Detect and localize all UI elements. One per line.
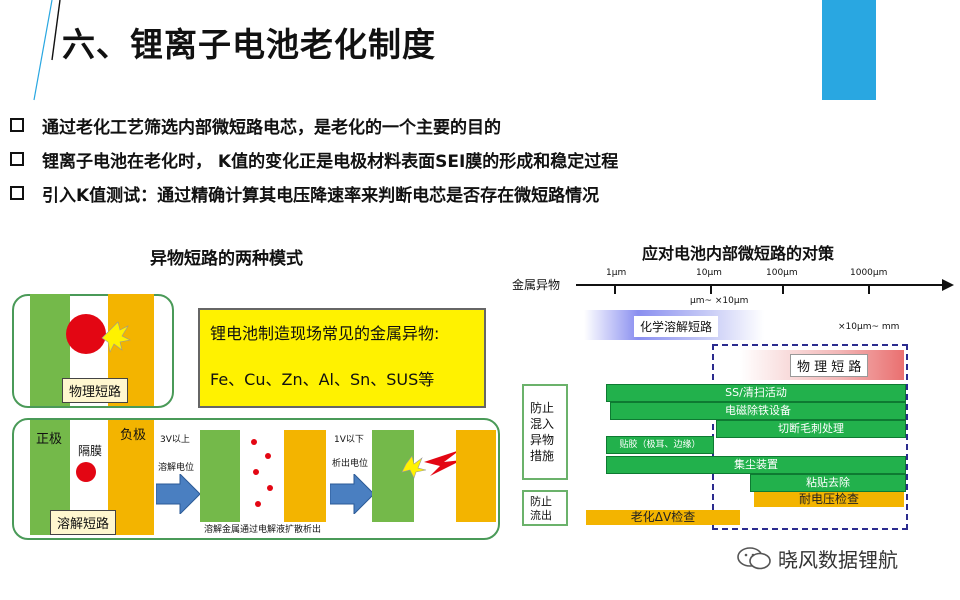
negative-label: 负极	[120, 428, 147, 443]
metal-box-title: 锂电池制造现场常见的金属异物:	[210, 324, 440, 343]
prevent-mix-label: 防止混入异物措施	[522, 384, 568, 480]
decorative-lines	[33, 0, 61, 101]
physical-short-label: 物理短路	[62, 378, 129, 403]
aging-check-bar: 老化ΔV检查	[586, 510, 740, 525]
bullet-item: 通过老化工艺筛选内部微短路电芯，是老化的一个主要的目的	[10, 108, 618, 142]
countermeasure-bar: 集尘装置	[606, 456, 906, 474]
positive-label: 正极	[36, 432, 63, 447]
metal-box-list: Fe、Cu、Zn、Al、Sn、SUS等	[210, 370, 435, 389]
checkbox-icon	[10, 186, 24, 200]
dissolved-ions-icon	[251, 439, 273, 507]
countermeasure-bar: 粘贴去除	[750, 474, 906, 492]
size-axis-arrow	[576, 279, 954, 291]
arrow-right-icon	[330, 474, 374, 514]
dissolve-short-label: 溶解短路	[50, 510, 117, 535]
prevent-flow-label: 防止流出	[522, 490, 568, 526]
physical-short-box	[12, 294, 174, 408]
axis-tick-label: 1μm	[606, 268, 627, 278]
countermeasure-bar: 贴胶（极耳、边缘）	[606, 436, 714, 454]
arrow-right-icon	[156, 474, 200, 514]
corner-accent-block	[822, 0, 876, 100]
below-1v-label: 1V以下	[334, 435, 364, 445]
bullet-item: 锂离子电池在老化时， K值的变化正是电极材料表面SEI膜的形成和稳定过程	[10, 142, 618, 176]
precipitate-potential-label: 析出电位	[332, 459, 369, 469]
dissolve-potential-label: 溶解电位	[158, 463, 195, 473]
checkbox-icon	[10, 152, 24, 166]
bullet-list: 通过老化工艺筛选内部微短路电芯，是老化的一个主要的目的 锂离子电池在老化时， K…	[10, 108, 618, 210]
metal-foreign-box: 锂电池制造现场常见的金属异物: Fe、Cu、Zn、Al、Sn、SUS等	[198, 308, 486, 408]
countermeasure-bar: SS/清扫活动	[606, 384, 906, 402]
axis-tick-label: 1000μm	[850, 268, 888, 278]
axis-tick	[868, 284, 870, 294]
axis-tick	[710, 284, 712, 294]
axis-tick-label: 10μm	[696, 268, 722, 278]
withstand-voltage-bar: 耐电压检查	[754, 492, 904, 507]
above-3v-label: 3V以上	[160, 435, 190, 445]
watermark-text: 晓风数据锂航	[778, 548, 898, 572]
metal-particle-icon	[76, 462, 96, 482]
page-title: 六、锂离子电池老化制度	[62, 25, 436, 64]
diffusion-note: 溶解金属通过电解液扩散析出	[204, 525, 322, 535]
spark-icon	[401, 450, 462, 479]
electrode-green	[200, 430, 240, 522]
electrode-yellow	[456, 430, 496, 522]
chem-short-label: 化学溶解短路	[634, 316, 719, 337]
axis-tick	[614, 284, 616, 294]
axis-tick-label: 100μm	[766, 268, 798, 278]
right-panel-heading: 应对电池内部微短路的对策	[642, 244, 835, 263]
checkbox-icon	[10, 118, 24, 132]
countermeasure-bar: 切断毛刺处理	[716, 420, 906, 438]
range-label: μm~ ×10μm	[690, 296, 749, 306]
dissolution-short-box	[12, 418, 500, 540]
phys-short-label: 物 理 短 路	[790, 354, 869, 377]
electrode-yellow	[284, 430, 326, 522]
separator-label: 隔膜	[78, 444, 103, 458]
bullet-item: 引入K值测试：通过精确计算其电压降速率来判断电芯是否存在微短路情况	[10, 176, 618, 210]
left-panel-heading: 异物短路的两种模式	[150, 249, 303, 269]
electrode-green	[372, 430, 414, 522]
wechat-icon	[737, 547, 771, 570]
countermeasure-bar: 电磁除铁设备	[610, 402, 906, 420]
range-label: ×10μm~ mm	[838, 322, 900, 332]
axis-tick	[782, 284, 784, 294]
metal-foreign-axis-label: 金属异物	[512, 278, 561, 292]
metal-particle-icon	[66, 314, 131, 354]
